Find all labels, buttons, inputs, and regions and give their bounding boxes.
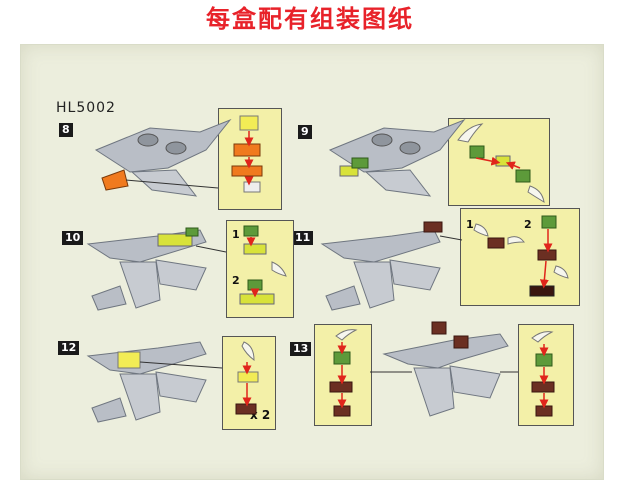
step-13-parts-left xyxy=(330,330,356,416)
step-9-model xyxy=(330,120,464,196)
step-11-parts xyxy=(474,216,568,296)
step-12-model xyxy=(88,342,222,422)
step-8-parts xyxy=(232,116,262,192)
step-10-model xyxy=(88,228,226,310)
step-11-model xyxy=(322,222,462,310)
step-13-parts-right xyxy=(532,332,554,416)
step-12-parts xyxy=(236,342,258,414)
step-9-parts xyxy=(458,124,544,202)
step-8-model xyxy=(96,120,230,196)
step-10-parts xyxy=(240,226,286,304)
step-13-model xyxy=(370,322,518,416)
